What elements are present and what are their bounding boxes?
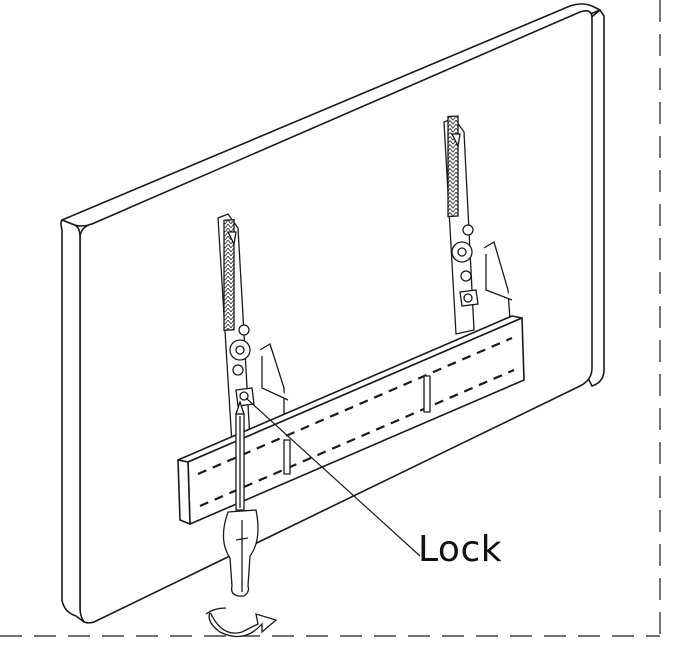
left-mounting-arm: [217, 213, 289, 445]
wall-plate: [177, 315, 525, 525]
wall-outline-dashed: [0, 0, 661, 637]
screwdriver: [222, 399, 259, 597]
rotation-arrow: [205, 607, 278, 638]
callout-lock-label: Lock: [418, 529, 503, 570]
right-mounting-arm: [443, 115, 513, 335]
tv-panel: [60, 3, 605, 624]
callout-leader-line: [245, 397, 421, 557]
